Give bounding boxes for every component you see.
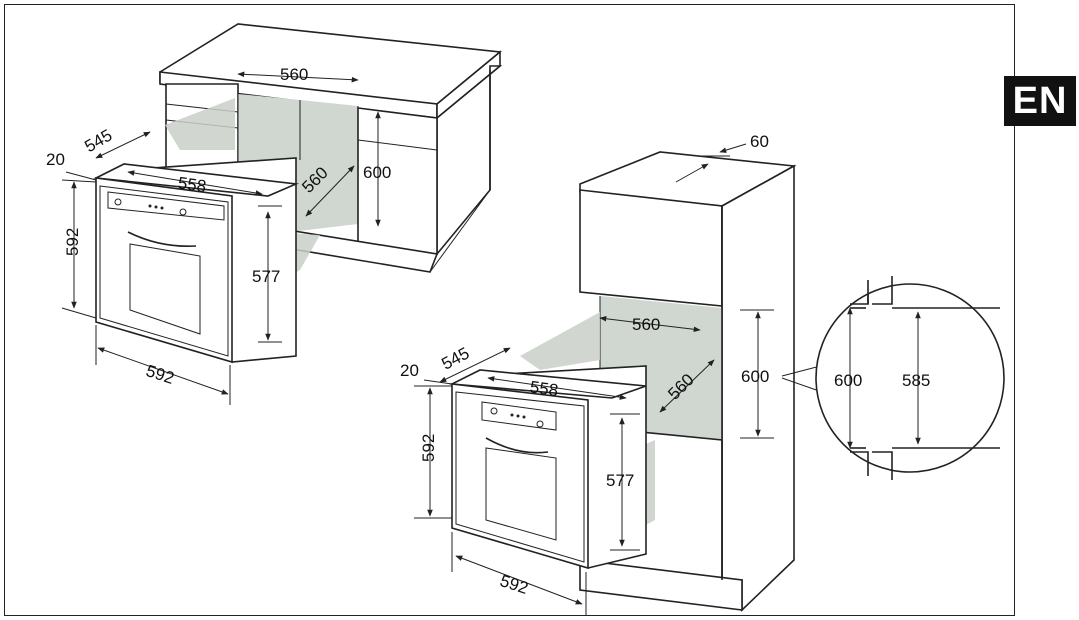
dim-left-oven-body-width: 558 (177, 173, 208, 196)
dim-right-cabinet-height: 600 (741, 367, 769, 386)
right-dimensions: 60 560 600 560 545 20 558 592 577 592 (400, 132, 774, 616)
language-badge: EN (1004, 76, 1076, 126)
left-dimensions: 560 600 560 545 20 558 592 577 592 (46, 65, 391, 405)
dim-left-cabinet-width: 560 (280, 65, 308, 84)
dim-right-front-width: 592 (498, 571, 531, 598)
dim-zoom-outer-height: 600 (834, 371, 862, 390)
dim-left-front-height: 592 (63, 228, 82, 256)
zoom-circle (815, 283, 1005, 473)
dim-right-oven-body-width: 558 (529, 377, 560, 400)
dim-right-front-height: 592 (419, 434, 438, 462)
dim-right-cabinet-width: 560 (632, 315, 660, 334)
dim-right-vent-gap: 60 (750, 132, 769, 151)
dim-zoom-inner-height: 585 (902, 371, 930, 390)
right-beam-top (520, 312, 600, 370)
left-beam-top (165, 98, 235, 150)
dim-left-cabinet-height: 600 (363, 163, 391, 182)
dim-left-panel-thickness: 20 (46, 150, 65, 169)
left-oven (93, 157, 300, 364)
diagram-frame (4, 4, 1015, 616)
dim-left-body-height: 577 (252, 267, 280, 286)
detail-zoom: 600 585 (781, 276, 1005, 480)
dim-right-panel-thickness: 20 (400, 361, 419, 380)
right-oven (449, 365, 647, 570)
dim-right-body-height: 577 (606, 471, 634, 490)
dim-left-front-width: 592 (144, 361, 177, 388)
